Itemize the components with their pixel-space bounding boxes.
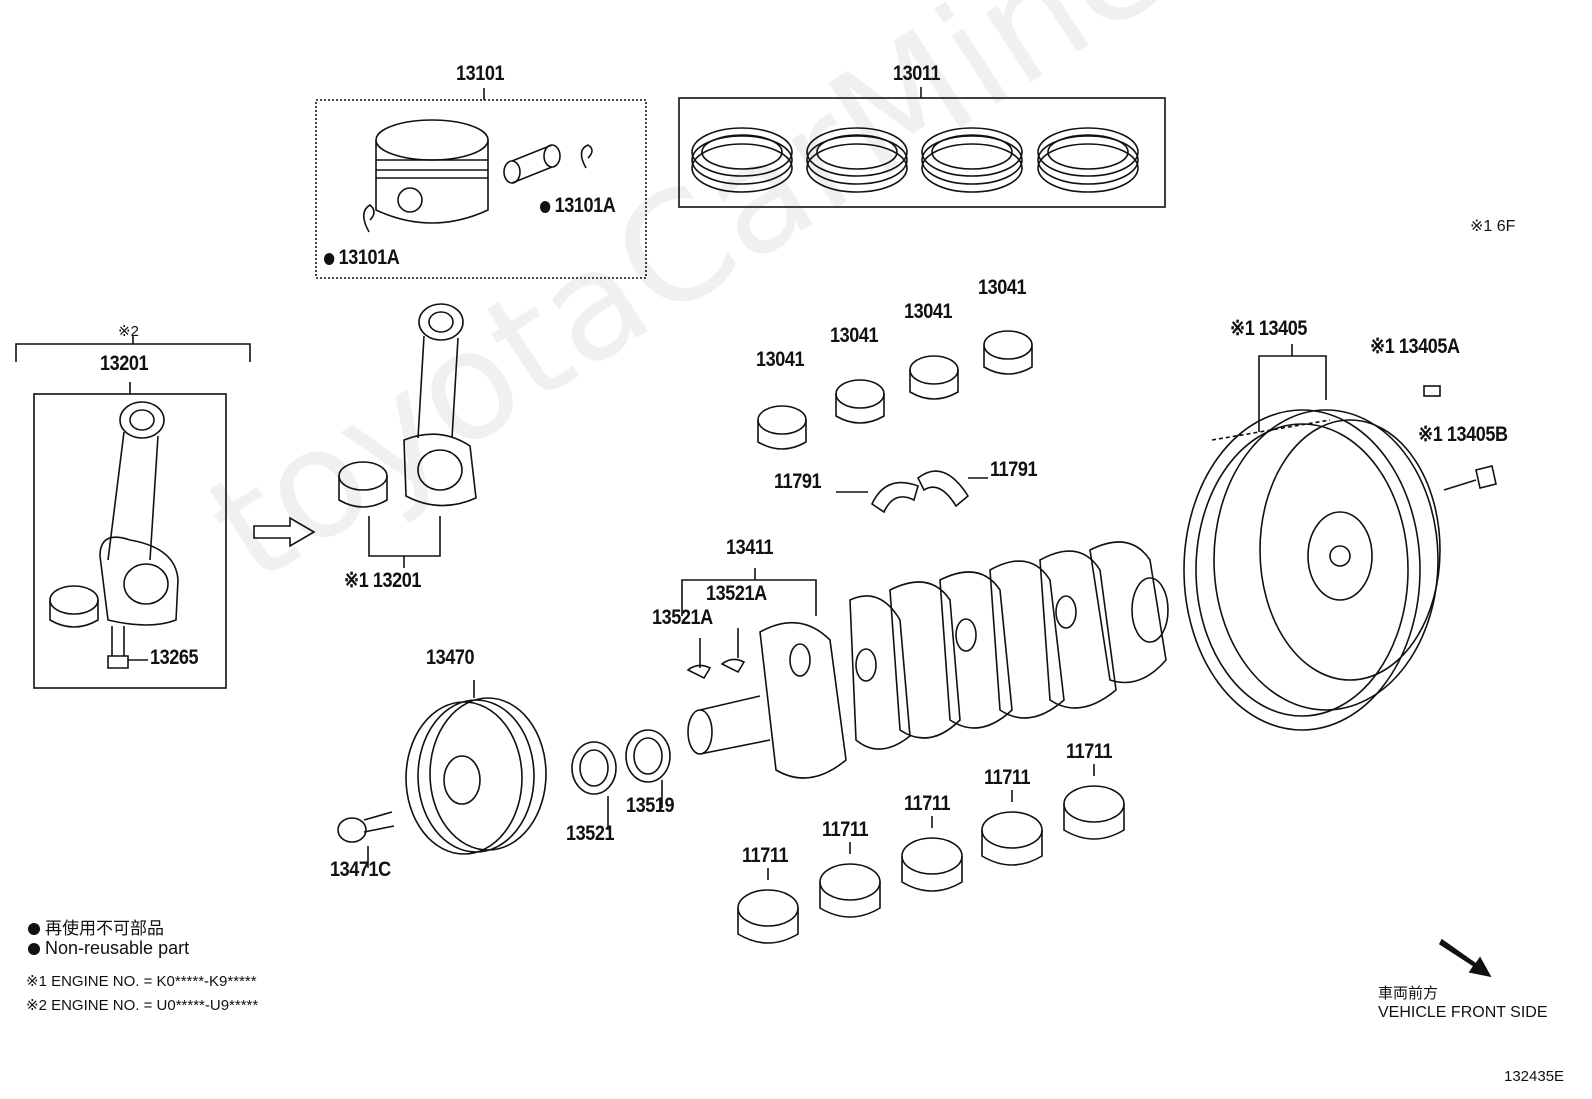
crank-key-1 xyxy=(686,664,712,680)
conn-rod-center-illustration xyxy=(338,303,477,568)
bullet-dot-icon xyxy=(28,943,40,955)
label-11711-c[interactable]: 11711 xyxy=(904,792,951,815)
piston-kit-box xyxy=(315,99,647,279)
label-13411[interactable]: 13411 xyxy=(726,536,774,559)
label-13405B[interactable]: ※1 13405B xyxy=(1418,423,1508,446)
piston-pin-illustration xyxy=(503,144,561,184)
label-11711-e[interactable]: 11711 xyxy=(1066,740,1113,763)
main-bearing-set xyxy=(737,785,1125,944)
label-13519[interactable]: 13519 xyxy=(626,794,675,817)
dowel-pin-illustration xyxy=(1423,385,1441,397)
label-11711-d[interactable]: 11711 xyxy=(984,766,1031,789)
label-13521[interactable]: 13521 xyxy=(566,822,615,845)
thrust-washer-left xyxy=(870,481,919,514)
arrow-right-icon xyxy=(253,516,316,548)
label-11791-right[interactable]: 11791 xyxy=(990,458,1038,481)
timing-sprocket-illustration xyxy=(571,729,671,795)
label-13041-a[interactable]: 13041 xyxy=(756,348,805,371)
bracket-note-2: ※2 xyxy=(118,323,139,340)
piston-rings-box xyxy=(678,97,1166,208)
bullet-dot-icon xyxy=(28,923,40,935)
legend-engine-2: ※2 ENGINE NO. = U0*****-U9***** xyxy=(26,997,259,1014)
piston-ring-set xyxy=(691,127,1139,193)
snap-ring-right xyxy=(580,144,593,169)
crankshaft-bracket xyxy=(681,579,817,616)
note-6f: ※1 6F xyxy=(1470,218,1516,235)
label-11791-left[interactable]: 11791 xyxy=(774,470,822,493)
label-13471C[interactable]: 13471C xyxy=(330,858,391,881)
flywheel-illustration xyxy=(1183,409,1441,731)
snap-ring-left xyxy=(362,204,375,233)
label-13041-c[interactable]: 13041 xyxy=(904,300,953,323)
label-13405[interactable]: ※1 13405 xyxy=(1230,317,1307,340)
label-13101A-right[interactable]: 13101A xyxy=(540,194,616,218)
label-13470[interactable]: 13470 xyxy=(426,646,475,669)
flywheel-bracket xyxy=(1258,355,1327,432)
label-13101A-left[interactable]: 13101A xyxy=(324,246,400,270)
legend-non-reusable-jp: 再使用不可部品 xyxy=(28,914,164,939)
label-13405A[interactable]: ※1 13405A xyxy=(1370,335,1460,358)
label-13265[interactable]: 13265 xyxy=(150,646,199,669)
label-13041-d[interactable]: 13041 xyxy=(978,276,1027,299)
non-reusable-dot-icon xyxy=(324,253,335,265)
label-13011[interactable]: 13011 xyxy=(893,62,941,85)
label-13521A-lower[interactable]: 13521A xyxy=(652,606,713,629)
label-13201-ref[interactable]: ※1 13201 xyxy=(344,569,421,592)
legend-non-reusable-en: Non-reusable part xyxy=(28,938,189,959)
label-11711-a[interactable]: 11711 xyxy=(742,844,789,867)
label-11711-b[interactable]: 11711 xyxy=(822,818,869,841)
label-13041-b[interactable]: 13041 xyxy=(830,324,879,347)
crank-key-2 xyxy=(720,658,746,674)
crankshaft-illustration xyxy=(687,541,1169,779)
label-13101[interactable]: 13101 xyxy=(456,62,505,85)
legend-engine-1: ※1 ENGINE NO. = K0*****-K9***** xyxy=(26,973,257,990)
conn-rod-kit-box xyxy=(33,393,227,689)
label-13201[interactable]: 13201 xyxy=(100,352,149,375)
piston-illustration xyxy=(375,119,489,224)
figure-code: 132435E xyxy=(1504,1068,1565,1085)
front-direction-arrow-icon xyxy=(1438,938,1492,978)
crank-pulley-illustration xyxy=(405,697,547,855)
vehicle-front-jp: 車両前方 xyxy=(1378,985,1439,1002)
conn-rod-left-illustration xyxy=(49,401,179,669)
flywheel-bolt-illustration xyxy=(1443,465,1497,491)
thrust-bearing-upper-set xyxy=(757,330,1033,450)
label-13521A-upper[interactable]: 13521A xyxy=(706,582,767,605)
non-reusable-dot-icon xyxy=(540,201,551,213)
pulley-bolt-illustration xyxy=(337,811,395,843)
vehicle-front-en: VEHICLE FRONT SIDE xyxy=(1378,1004,1548,1021)
thrust-washer-right xyxy=(916,470,970,508)
